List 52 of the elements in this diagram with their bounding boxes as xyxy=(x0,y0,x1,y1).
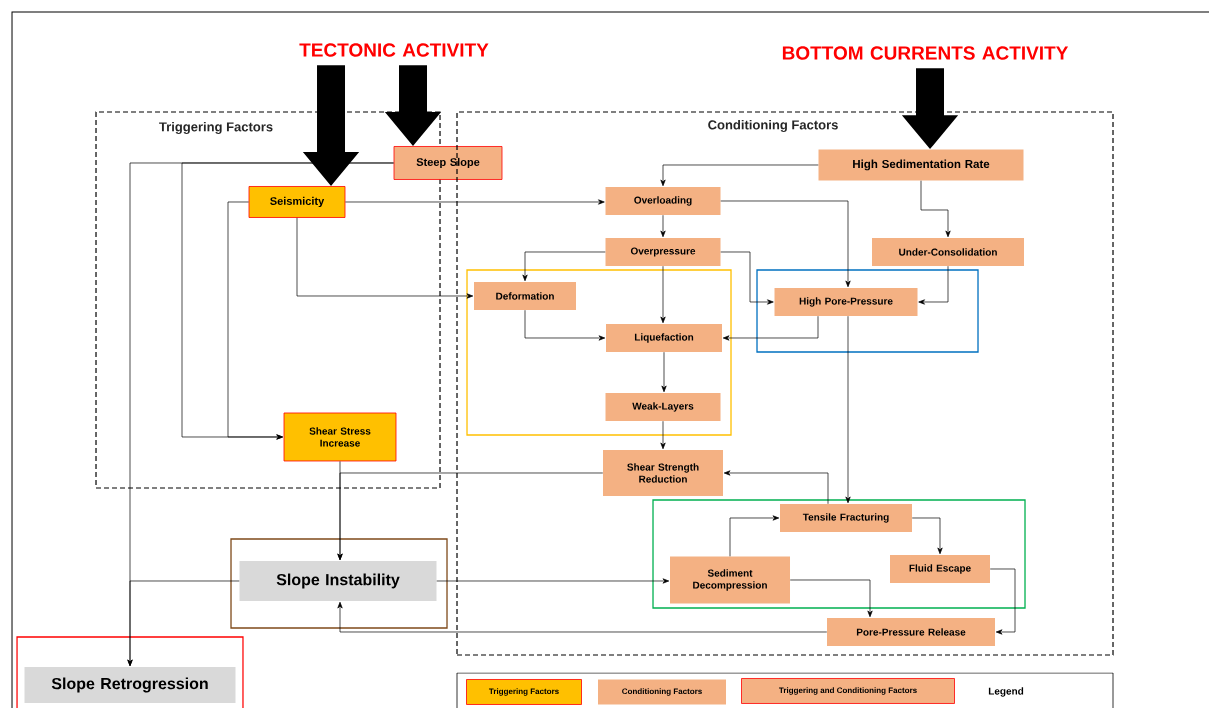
arrow xyxy=(720,251,774,305)
arrow xyxy=(296,217,474,299)
arrow xyxy=(918,265,949,305)
factor-box: Fluid Escape xyxy=(890,555,990,583)
arrow xyxy=(661,351,667,393)
arrow xyxy=(845,315,851,504)
arrow xyxy=(345,199,605,205)
arrow xyxy=(722,315,819,341)
arrow xyxy=(660,265,666,324)
arrow xyxy=(524,309,606,341)
legend-title: Legend xyxy=(988,687,1024,697)
outcome-box: Slope Retrogression xyxy=(24,667,236,703)
arrow xyxy=(227,201,283,440)
arrow xyxy=(660,164,819,187)
group-outline xyxy=(230,538,448,629)
factor-box: Seismicity xyxy=(248,186,346,218)
arrow xyxy=(181,162,394,440)
arrow xyxy=(911,517,943,555)
arrow xyxy=(989,568,1016,635)
arrow xyxy=(337,601,828,633)
group-outline xyxy=(756,269,979,353)
group-outline xyxy=(466,269,732,436)
arrow xyxy=(789,579,873,618)
factor-box: High Pore-Pressure xyxy=(774,288,918,316)
factor-box: Weak-Layers xyxy=(605,393,721,421)
factor-box: Overloading xyxy=(605,187,721,215)
group-outline xyxy=(16,636,244,708)
outcome-box: Slope Instability xyxy=(239,561,437,601)
factor-box: Steep Slope xyxy=(393,146,503,180)
factor-box: Shear Strength Reduction xyxy=(603,450,723,496)
factor-box: Deformation xyxy=(474,282,576,310)
factor-box: Overpressure xyxy=(605,238,721,266)
arrow xyxy=(337,472,604,561)
activity-heading: TECTONIC ACTIVITY xyxy=(299,43,489,57)
arrow xyxy=(729,515,780,557)
arrow xyxy=(522,251,606,282)
arrow xyxy=(720,200,851,288)
arrow xyxy=(920,180,951,238)
arrow xyxy=(436,578,670,584)
arrow xyxy=(723,470,829,505)
factor-box: Shear Stress Increase xyxy=(283,412,397,462)
arrow xyxy=(660,420,666,450)
activity-heading: BOTTOM CURRENTS ACTIVITY xyxy=(782,46,1069,60)
group-outline xyxy=(652,499,1026,609)
factor-box: Under-Consolidation xyxy=(872,238,1024,266)
factor-box: High Sedimentation Rate xyxy=(818,149,1024,181)
factor-box: Tensile Fracturing xyxy=(780,504,912,532)
factor-box: Liquefaction xyxy=(606,324,722,352)
factor-box: Sediment Decompression xyxy=(670,556,790,604)
arrow xyxy=(127,580,240,667)
factor-box: Pore-Pressure Release xyxy=(827,618,995,646)
arrow xyxy=(660,214,666,238)
